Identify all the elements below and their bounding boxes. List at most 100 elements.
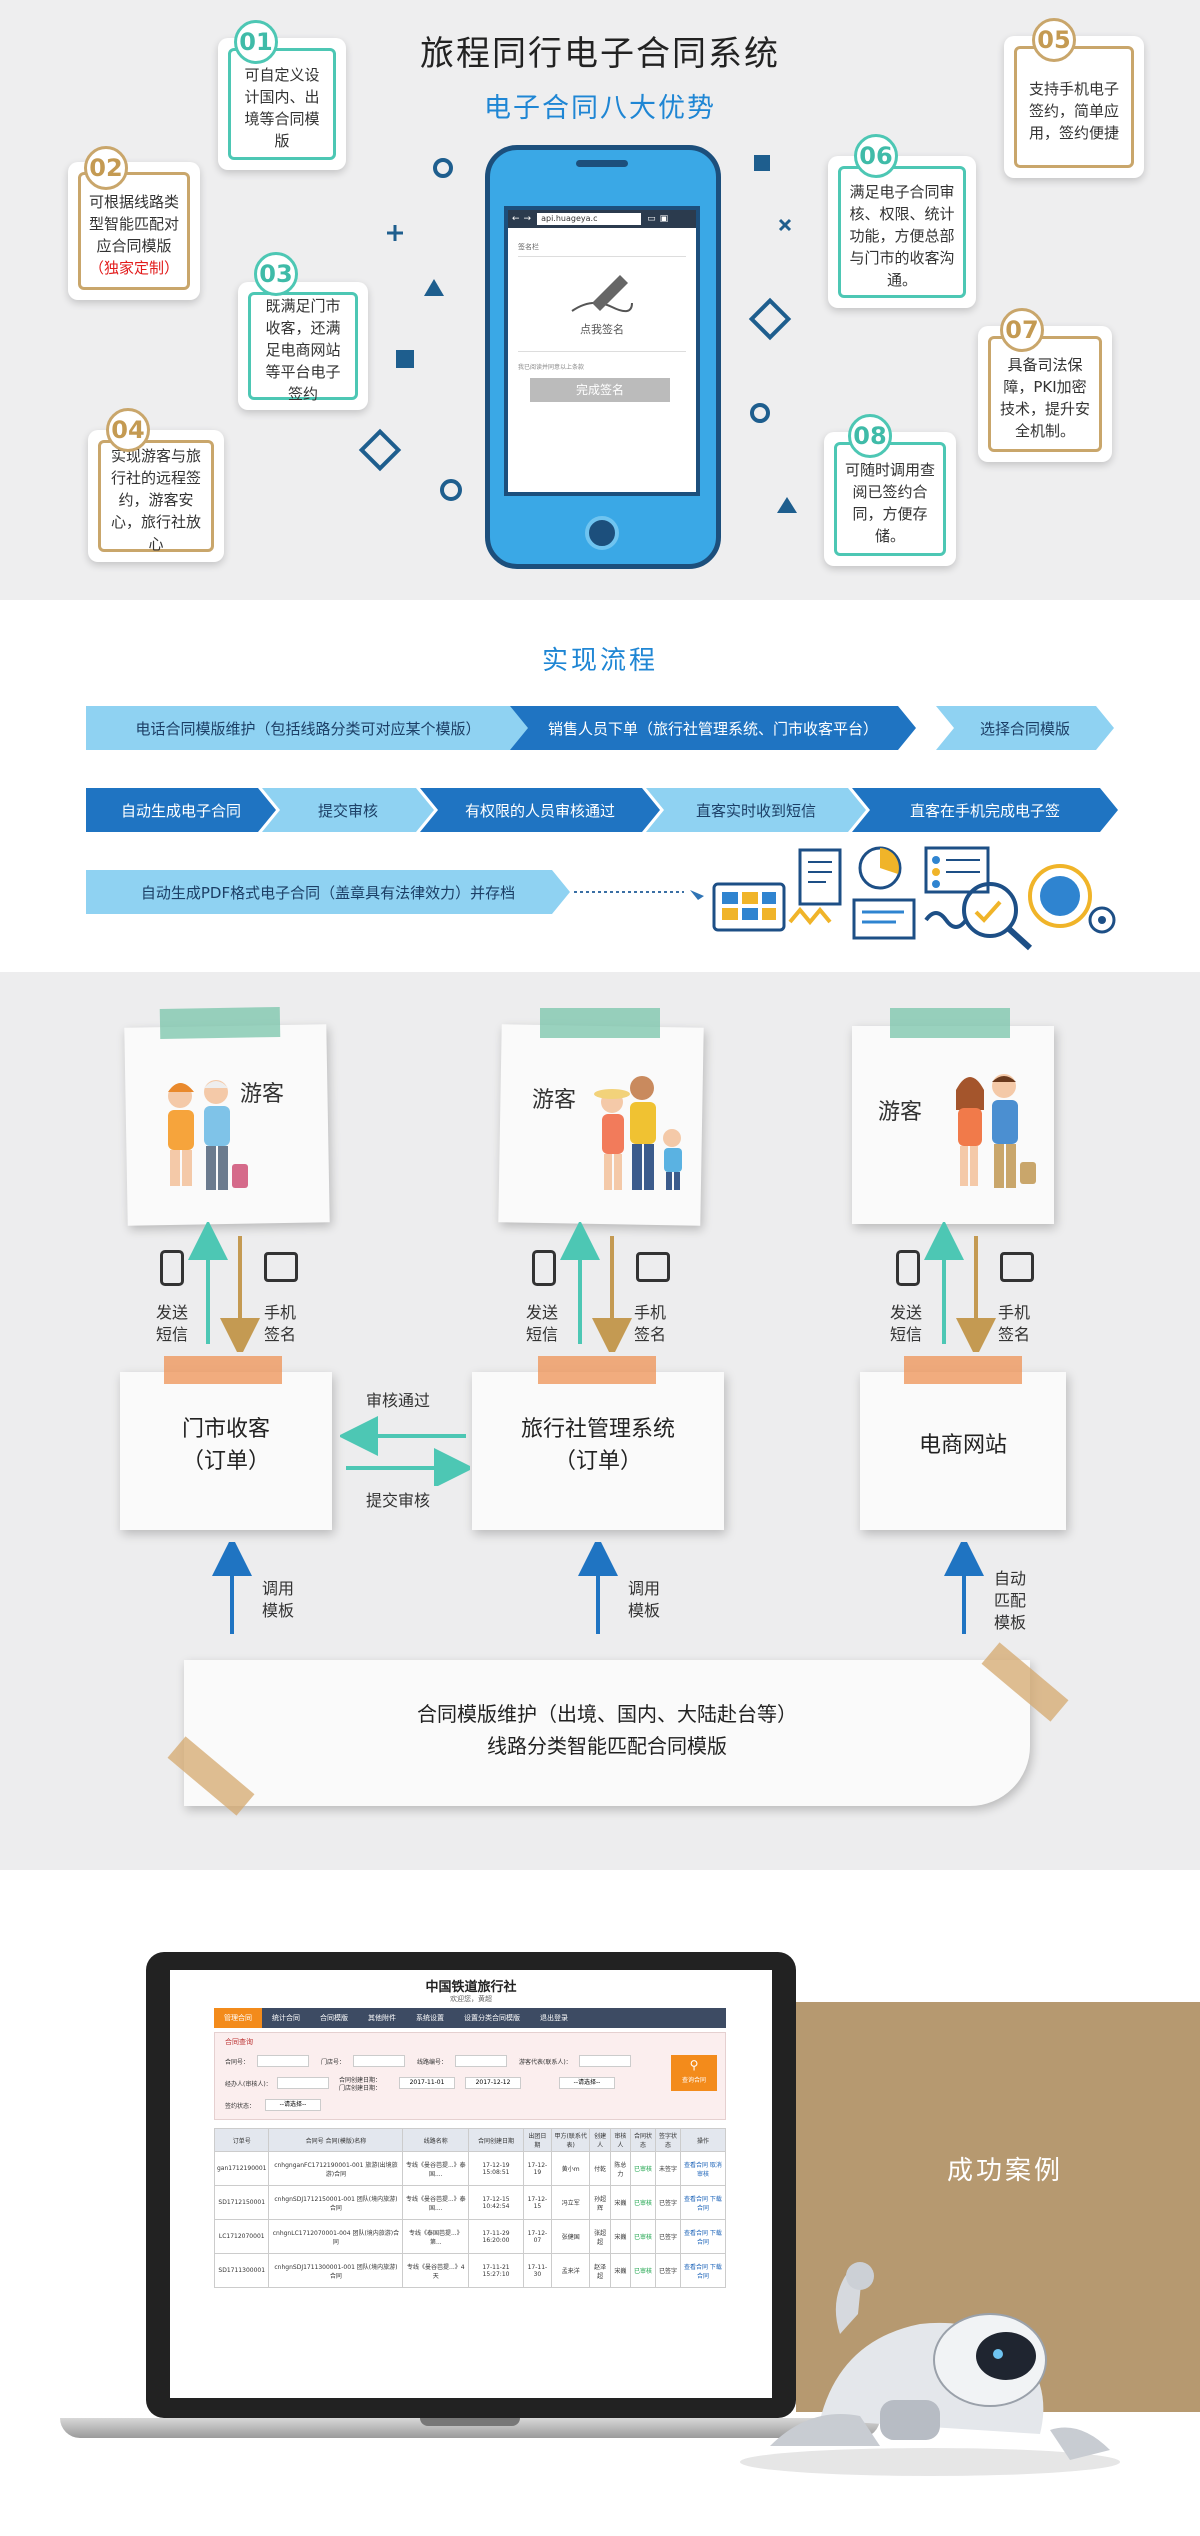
table-cell: gan1712190001 (213, 2151, 270, 2186)
nav-manage-contract[interactable]: 管理合同 (214, 2008, 262, 2028)
nav-attachments[interactable]: 其他附件 (368, 2014, 396, 2022)
filter-status-select-1[interactable]: --请选择-- (559, 2077, 615, 2089)
filter-created-date: 合同创建日期： (339, 2077, 382, 2084)
table-cell: 专线《曼谷芭提...》泰国.... (402, 2185, 470, 2220)
column-header: 订单号 (213, 2128, 270, 2152)
showcase-section: 成功案例 中国铁道旅行社 欢迎您，黄超 管理合同 统计合同 合同模版 其他附件 … (0, 1870, 1200, 2536)
table-header-row: 订单号合同号 合同(模版)名称线路名称合同创建日期出团日期甲方(联系代表)创建人… (213, 2128, 727, 2152)
row-actions[interactable]: 查看合同 取消审核 (679, 2151, 727, 2186)
row-actions[interactable]: 查看合同 下载合同 (679, 2185, 727, 2220)
table-cell: 张超超 (589, 2219, 611, 2254)
table-cell: 17-12-19 (522, 2151, 553, 2186)
submit-label: 提交审核 (366, 1491, 431, 1510)
showcase-label: 成功案例 (946, 2156, 1063, 2186)
filter-contract-no-input[interactable] (257, 2055, 309, 2067)
template-base-box: 合同模版维护（出境、国内、大陆赴台等）线路分类智能匹配合同模版 (184, 1660, 1030, 1806)
column-header: 操作 (679, 2128, 727, 2152)
tape-3 (890, 1008, 1010, 1038)
tourist-label-1: 游客 (240, 1082, 285, 1107)
tape-agency (538, 1356, 656, 1384)
advantages-section: 旅程同行电子合同系统 电子合同八大优势 ← → api.huageya.c ▭ … (0, 0, 1200, 600)
filter-route-no: 线路编号： (417, 2059, 448, 2066)
table-cell: 陈总力 (609, 2151, 632, 2186)
row-actions[interactable]: 查看合同 下载合同 (679, 2253, 727, 2288)
template-arrows (212, 1542, 984, 1634)
table-cell: 付乾 (589, 2151, 611, 2186)
system-diagram-section: 游客 游客 游客 发送短信 手机签名 发送短 (0, 972, 1200, 1870)
advantage-card-02: 可根据线路类型智能匹配对应合同模版（独家定制） (68, 162, 200, 300)
agree-checkbox[interactable]: 我已阅读并同意以上条款 (518, 364, 585, 371)
table-cell: 专线《泰国芭提...》第... (402, 2219, 470, 2254)
laptop-screen: 中国铁道旅行社 欢迎您，黄超 管理合同 统计合同 合同模版 其他附件 系统设置 … (170, 1970, 772, 2398)
template-base-text: 合同模版维护（出境、国内、大陆赴台等）线路分类智能匹配合同模版 (184, 1698, 1030, 1762)
column-header: 甲方(联系代表) (551, 2128, 591, 2152)
home-button[interactable] (585, 516, 619, 550)
back-icon[interactable]: ← (512, 214, 520, 224)
browser-bar: ← → api.huageya.c ▭ ▣ (508, 210, 696, 228)
tape-store (164, 1356, 282, 1384)
tabs-icon[interactable]: ▭ (647, 214, 656, 224)
store-subtitle: （订单） (181, 1449, 270, 1474)
nav-category-templates[interactable]: 设置分类合同模版 (464, 2014, 520, 2022)
sign-here-label: 点我签名 (580, 323, 624, 336)
auto-match-label: 自动匹配模板 (993, 1569, 1026, 1632)
nav-logout[interactable]: 退出登录 (540, 2014, 568, 2022)
advantage-text-08: 可随时调用查阅已签约合同，方便存储。 (834, 442, 946, 556)
row-actions[interactable]: 查看合同 下载合同 (679, 2219, 727, 2254)
contract-table: 订单号合同号 合同(模版)名称线路名称合同创建日期出团日期甲方(联系代表)创建人… (213, 2128, 727, 2288)
forward-icon[interactable]: → (523, 214, 532, 224)
signature-pad[interactable]: 点我签名 (518, 256, 686, 352)
table-cell: 17-12-15 (522, 2185, 553, 2220)
tourist-note-3 (852, 1026, 1054, 1224)
flow-step-3: 选择合同模版 (936, 706, 1114, 750)
table-cell: 已审核 (630, 2219, 656, 2254)
table-cell: 已审核 (630, 2253, 656, 2288)
tourist-family-illustration (594, 1076, 682, 1190)
template-base-line2: 线路分类智能匹配合同模版 (487, 1734, 727, 1758)
send-sms-label-1: 发送短信 (155, 1303, 188, 1344)
table-cell: 已签字 (654, 2219, 681, 2254)
advantage-text-01: 可自定义设计国内、出境等合同模版 (228, 48, 336, 160)
table-cell: 已签字 (654, 2253, 681, 2288)
nav-settings[interactable]: 系统设置 (416, 2014, 444, 2022)
advantage-card-04: 实现游客与旅行社的远程签约，游客安心，旅行社放心 (88, 430, 224, 562)
filter-route-no-input[interactable] (455, 2055, 507, 2067)
filter-status-select-2[interactable]: --请选择-- (265, 2099, 321, 2111)
table-cell: 孙超辉 (589, 2185, 611, 2220)
search-contract-button[interactable]: ⚲ 查询合同 (671, 2055, 717, 2091)
call-template-label-1: 调用模板 (261, 1579, 294, 1620)
date-from-input[interactable]: 2017-11-01 (399, 2077, 455, 2089)
robot-illustration (740, 2262, 1120, 2476)
process-title: 实现流程 (541, 646, 658, 676)
phone-sign-label-3: 手机签名 (997, 1303, 1030, 1344)
filter-tourist-rep-input[interactable] (579, 2055, 631, 2067)
bookmark-icon[interactable]: ▣ (659, 214, 669, 224)
table-cell: 已签字 (654, 2185, 681, 2220)
filter-store-no-input[interactable] (353, 2055, 405, 2067)
table-cell: 17-11-30 (522, 2253, 553, 2288)
tourist-label-3: 游客 (878, 1100, 923, 1125)
nav-templates[interactable]: 合同模版 (320, 2014, 348, 2022)
date-to-input[interactable]: 2017-12-12 (465, 2077, 521, 2089)
advantage-num-01: 01 (234, 20, 278, 64)
sign-device-icon-1 (264, 1252, 298, 1282)
query-panel: 合同查询 合同号： 门店号： 线路编号： 游客代表(联系人)： 经办人(审核人)… (214, 2032, 726, 2120)
tape-ecom (904, 1356, 1022, 1384)
table-cell: 张健国 (551, 2219, 591, 2254)
url-field[interactable]: api.huageya.c (537, 213, 642, 225)
tourist-pair-illustration (956, 1074, 1036, 1188)
table-cell: LC1712070001 (213, 2219, 270, 2254)
page-subtitle: 电子合同八大优势 (484, 93, 716, 124)
advantage-num-06: 06 (854, 134, 898, 178)
phone-sign-label-2: 手机签名 (633, 1303, 666, 1344)
store-title: 门市收客 (181, 1417, 270, 1442)
send-sms-label-2: 发送短信 (525, 1303, 558, 1344)
filter-handler-input[interactable] (277, 2077, 329, 2089)
table-cell: 孟来洋 (551, 2253, 591, 2288)
finish-sign-button[interactable]: 完成签名 (530, 378, 670, 402)
nav-stats[interactable]: 统计合同 (272, 2014, 300, 2022)
